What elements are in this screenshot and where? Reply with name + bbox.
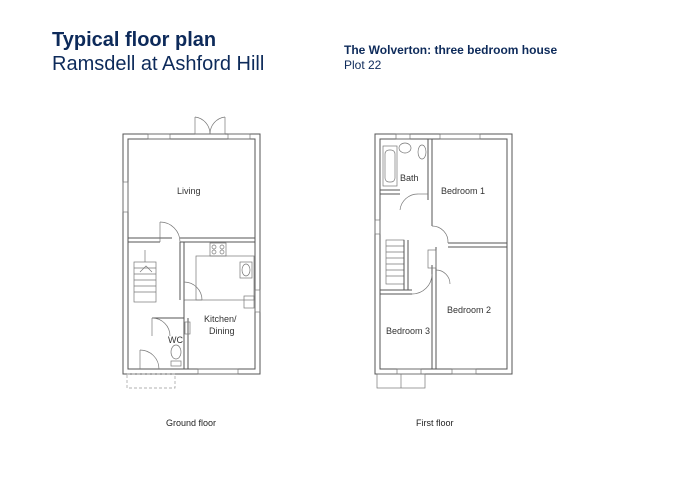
toilet-icon	[170, 344, 182, 360]
bath-toilet-icon	[417, 144, 427, 160]
ground-floor-plan: Living Kitchen/ Dining WC	[122, 116, 261, 389]
ground-window-top-left	[147, 133, 171, 140]
porch-outline	[126, 373, 176, 389]
room-label-kitchen-line2: Dining	[209, 326, 235, 336]
cupboard-icon	[427, 249, 437, 269]
wc-door	[151, 317, 171, 337]
room-label-bedroom2: Bedroom 2	[447, 305, 491, 315]
ground-window-bottom	[197, 368, 239, 375]
house-info: The Wolverton: three bedroom house Plot …	[344, 43, 557, 73]
first-window-bed2	[451, 368, 477, 375]
french-doors	[194, 116, 226, 135]
ground-inner-wall	[127, 138, 256, 370]
first-stairs	[385, 239, 405, 285]
first-outer-wall	[374, 133, 513, 375]
bath-basin-icon	[398, 142, 412, 154]
first-window-bed1	[439, 133, 481, 140]
hob-icon	[209, 242, 227, 257]
first-floor-plan: Bath Bedroom 1 Bedroom 2 Bedroom 3	[374, 133, 513, 389]
kitchen-units	[195, 242, 255, 309]
room-label-bedroom3: Bedroom 3	[386, 326, 430, 336]
plot-number: Plot 22	[344, 58, 382, 72]
bed2-door	[435, 269, 451, 285]
house-type-name: The Wolverton: three bedroom house	[344, 43, 558, 57]
wc-basin-icon	[184, 321, 191, 335]
page-title: Typical floor plan	[52, 29, 217, 51]
ground-floor-label: Ground floor	[166, 418, 216, 428]
room-label-bath: Bath	[400, 173, 419, 183]
ground-outer-wall	[122, 133, 261, 375]
bathtub-icon	[382, 145, 398, 187]
bath-door	[399, 193, 419, 211]
room-label-kitchen-line1: Kitchen/	[204, 314, 237, 324]
room-label-bedroom1: Bedroom 1	[441, 186, 485, 196]
ground-window-top-right	[227, 133, 251, 140]
ground-stairs	[133, 250, 157, 303]
first-floor-label: First floor	[416, 418, 454, 428]
first-window-bed3	[396, 368, 422, 375]
sink-icon	[239, 261, 253, 279]
bed3-door	[411, 273, 433, 295]
room-label-wc: WC	[168, 335, 183, 345]
title-block: Typical floor plan Ramsdell at Ashford H…	[52, 28, 264, 76]
room-label-living: Living	[177, 186, 201, 196]
ground-window-right	[254, 289, 261, 313]
development-name: Ramsdell at Ashford Hill	[52, 53, 265, 75]
first-window-left	[374, 219, 381, 235]
first-window-bath	[395, 133, 411, 140]
bed1-door	[431, 225, 449, 244]
ground-window-left	[122, 181, 129, 213]
